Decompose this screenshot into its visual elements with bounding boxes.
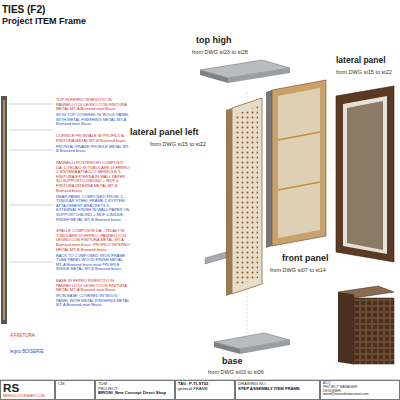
note-fragment: A FINITURA: [10, 334, 35, 339]
material-note: CORNICE FRONTALE IN PROFILO A FINITURA M…: [56, 134, 130, 143]
cell-text: STEP ASSEMBLY ITEM FRAME: [238, 387, 317, 392]
notes-column: TOP IN FERRO RIVESTITO IN PANNELLO DI LE…: [56, 98, 130, 315]
shelf: [205, 252, 226, 264]
title-cell: ACQPROJECT MANAGER:DESIGNER:morid@newsol…: [320, 380, 400, 400]
front-panel-cube: [338, 286, 394, 364]
title-cell: TDMPROJECT:BRIONI_New Concept Direct Sho…: [95, 380, 175, 400]
sheet-title: TIES (F2): [2, 4, 45, 15]
lateral-panel-right: [336, 86, 394, 262]
cell-text: CM: [58, 382, 92, 387]
cell-text: NEWSOLUTIONSNEXT.COM: [3, 395, 52, 398]
cell-text: general FRAME: [178, 387, 232, 392]
sheet-subtitle: Project ITEM Frame: [2, 17, 86, 27]
base-slab: [214, 333, 290, 354]
note-fragment: legno BOISERIE: [10, 350, 44, 355]
title-block-frame: [0, 380, 400, 400]
material-note: TOP IN FERRO RIVESTITO IN PANNELLO DI LE…: [56, 98, 130, 112]
title-cell: DRAWING NO:STEP ASSEMBLY ITEM FRAME: [235, 380, 320, 400]
drawing-reference: from DWG st03 to st06: [208, 369, 264, 375]
part-name: top high: [196, 36, 232, 46]
lateral-panel-left: [226, 98, 262, 296]
material-note: IRON TOP COVERED IN WOOD PANEL WITH META…: [56, 113, 130, 127]
material-note: SPALLE COMPOSTE DA: -TELAIO IN TUBOLARE …: [56, 229, 130, 252]
cut-figure: [1, 96, 7, 324]
part-name: base: [222, 357, 243, 367]
title-cell: CM: [55, 380, 95, 400]
leader-lines: [9, 104, 53, 262]
part-name: front panel: [282, 254, 329, 264]
part-name: lateral panel left: [130, 128, 199, 138]
material-note: BASE IN FERRO RIVESTITO IN PANNELLO DI L…: [56, 279, 130, 293]
drawing-reference: from DWG st23 to st28: [192, 49, 248, 55]
cut-figure-inner: [3, 100, 5, 320]
cell-text: morid@newsolutionsnext.com: [323, 393, 397, 397]
drawing-reference: from DWG st15 to st22: [150, 141, 206, 147]
material-note: BACK TO COMPOSED: IRON FRAME TUBE PANEL …: [56, 254, 130, 272]
rear-panel: [266, 80, 326, 248]
material-note: IRON BASE COVERED IN WOOD PANEL WITH MET…: [56, 294, 130, 308]
part-name: lateral panel: [336, 56, 386, 65]
material-note: PANNELLI POSTERIORI COMPOSTI DA: 1-TELAI…: [56, 161, 130, 193]
cell-text: RS: [3, 382, 52, 395]
material-note: FRONTAL FRAME PROFILE METAL MT-B Bronzed…: [56, 145, 130, 154]
material-note: REAR PANEL COMPOSED FROM: 1-TUBULAR STEE…: [56, 195, 130, 223]
drawing-reference: from DWG st15 to st22: [336, 69, 392, 75]
title-cell: TAV.: P-TI-ST02general FRAME: [175, 380, 235, 400]
logo-cell: RSNEWSOLUTIONSNEXT.COM: [0, 380, 55, 400]
cell-text: BRIONI_New Concept Direct Shop: [98, 391, 172, 396]
top-high-slab: [200, 60, 290, 83]
drawing-reference: from DWG st07 to st14: [270, 267, 326, 273]
